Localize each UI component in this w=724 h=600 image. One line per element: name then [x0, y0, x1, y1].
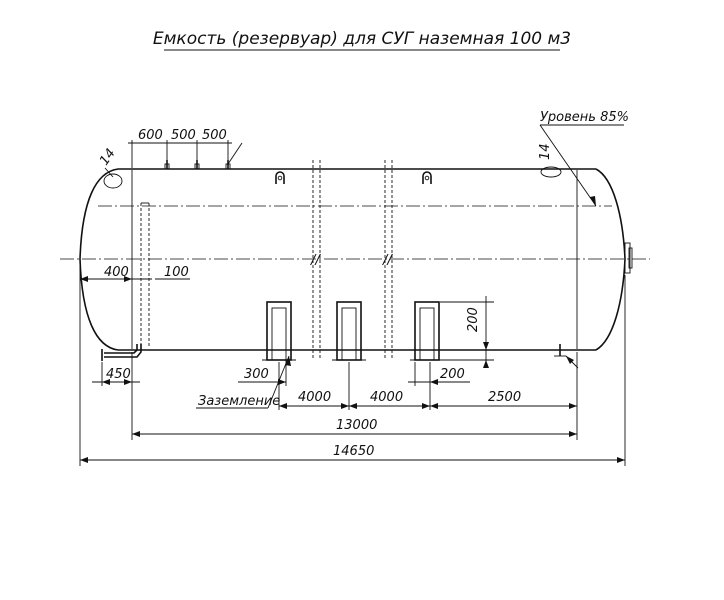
saddle-supports [262, 301, 444, 361]
dim-13000-label: 13000 [336, 418, 377, 433]
right-hatch [540, 166, 562, 178]
svg-text://: // [310, 253, 321, 268]
svg-text://: // [382, 253, 393, 268]
dim-200-h: 200 [440, 367, 465, 382]
top-nozzles [164, 160, 231, 170]
lifting-lugs [275, 171, 432, 184]
dim-200-horizontal: 200 [408, 362, 470, 410]
bottom-right-nozzle [554, 344, 566, 357]
drawing-title: Емкость (резервуар) для СУГ наземная 100… [153, 29, 571, 49]
dim-4000-a: 4000 [298, 390, 331, 405]
dim-300-label: 300 [244, 367, 269, 382]
svg-text:14: 14 [97, 146, 119, 168]
level-leader: Уровень 85% [539, 110, 629, 207]
level-label: Уровень 85% [540, 110, 629, 125]
dim-300: 300 [238, 360, 287, 386]
dim-450-label: 450 [106, 367, 131, 382]
dim-14-right: 14 [538, 143, 553, 160]
dim-14650-label: 14650 [333, 444, 374, 459]
left-hatch [103, 173, 123, 189]
dim-2500: 2500 [488, 390, 521, 405]
break-lines: // // [310, 160, 393, 360]
dim-4000-b: 4000 [370, 390, 403, 405]
dim-chain-4000-2500: 4000 4000 2500 [278, 352, 578, 440]
dim-600: 600 [138, 128, 163, 143]
dim-200-v: 200 [466, 307, 481, 332]
dim-13000: 13000 [132, 418, 577, 437]
right-flange [624, 242, 631, 274]
drain-pipe [101, 344, 142, 361]
grounding-label: Заземление [198, 394, 280, 409]
right-head [595, 168, 626, 351]
level-gauge [140, 202, 150, 348]
dim-450: 450 [92, 352, 140, 440]
dim-500-a: 500 [171, 128, 196, 143]
svg-text:14: 14 [538, 143, 553, 160]
dim-100: 100 [164, 265, 189, 280]
dim-400-100: 400 100 [80, 265, 190, 282]
right-flange-bolts [628, 247, 633, 269]
dim-400: 400 [104, 265, 129, 280]
left-head [79, 168, 119, 351]
dim-500-b: 500 [202, 128, 227, 143]
dim-200-vertical: 200 [440, 296, 494, 368]
top-dimensions: 600 500 500 [128, 128, 243, 168]
dim-14650: 14650 [79, 262, 626, 466]
grounding-leader: Заземление [196, 355, 291, 409]
